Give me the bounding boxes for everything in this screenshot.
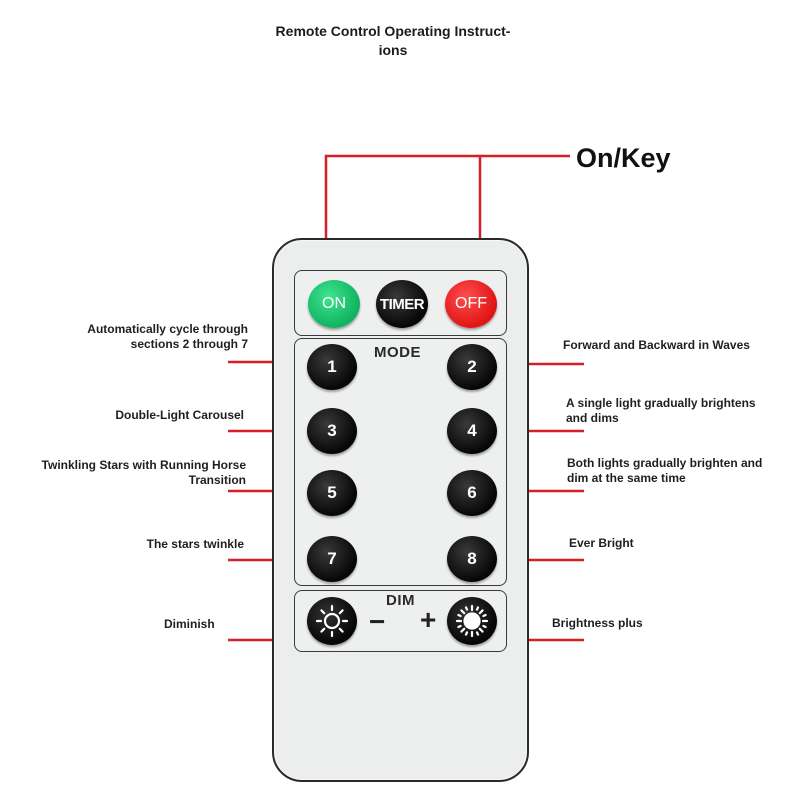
title-line-1: Remote Control Operating Instruct- [275,23,511,39]
mode-button-6[interactable]: 6 [447,470,497,516]
callout-mode-8: Ever Bright [569,536,769,551]
on-key-label: On/Key [576,143,671,173]
sun-filled-icon [455,604,489,638]
callout-mode-7-text: The stars twinkle [146,537,244,551]
mode-button-4-label: 4 [467,421,477,440]
dim-label: DIM [386,592,415,609]
callout-dim-minus-text: Diminish [164,617,215,631]
mode-button-3-label: 3 [327,421,337,440]
callout-mode-1: Automatically cycle through sections 2 t… [40,322,248,352]
callout-mode-6-line-1: Both lights gradually brighten and [567,456,763,470]
callout-mode-5-line-1: Twinkling Stars with Running Horse [41,458,246,472]
callout-mode-2: Forward and Backward in Waves [563,338,793,353]
callout-mode-4-line-2: and dims [566,411,619,425]
callout-mode-5-line-2: Transition [188,473,246,487]
timer-button-label: TIMER [379,295,425,313]
title-line-2: ions [378,42,408,58]
timer-button[interactable]: TIMER [376,280,428,328]
callout-mode-5: Twinkling Stars with Running Horse Trans… [14,458,246,488]
dim-minus-sign: − [369,606,386,637]
mode-button-8[interactable]: 8 [447,536,497,582]
off-button[interactable]: OFF [445,280,497,328]
callout-mode-1-line-1: Automatically cycle through [87,322,248,336]
mode-button-8-label: 8 [467,549,477,568]
mode-button-2[interactable]: 2 [447,344,497,390]
on-button[interactable]: ON [308,280,360,328]
mode-button-6-label: 6 [467,483,477,502]
callout-mode-2-text: Forward and Backward in Waves [563,338,750,352]
sun-outline-icon [315,604,349,638]
callout-mode-3: Double-Light Carousel [40,408,244,423]
callout-dim-plus: Brightness plus [552,616,752,631]
remote-control: ON TIMER OFF MODE 1 2 3 4 5 6 7 8 DIM − … [272,238,529,782]
mode-button-7[interactable]: 7 [307,536,357,582]
callout-mode-4-line-1: A single light gradually brightens [566,396,756,410]
callout-mode-6: Both lights gradually brighten and dim a… [567,456,797,486]
callout-mode-6-line-2: dim at the same time [567,471,686,485]
mode-button-5[interactable]: 5 [307,470,357,516]
callout-mode-4: A single light gradually brightens and d… [566,396,796,426]
on-key-connector-left [324,154,570,270]
callout-dim-plus-text: Brightness plus [552,616,643,630]
callout-mode-7: The stars twinkle [40,537,244,552]
page-title: Remote Control Operating Instruct- ions [248,22,538,60]
mode-button-2-label: 2 [467,357,477,376]
off-button-label: OFF [455,295,487,312]
mode-button-1[interactable]: 1 [307,344,357,390]
callout-dim-minus: Diminish [164,617,264,632]
mode-button-3[interactable]: 3 [307,408,357,454]
mode-button-4[interactable]: 4 [447,408,497,454]
dim-plus-button[interactable] [447,597,497,645]
callout-mode-1-line-2: sections 2 through 7 [130,337,248,351]
callout-mode-8-text: Ever Bright [569,536,634,550]
mode-button-1-label: 1 [327,357,337,376]
mode-label: MODE [374,344,421,361]
on-button-label: ON [322,295,346,312]
dim-plus-sign: + [420,604,437,635]
mode-button-5-label: 5 [327,483,337,502]
callout-mode-3-text: Double-Light Carousel [115,408,244,422]
dim-minus-button[interactable] [307,597,357,645]
mode-button-7-label: 7 [327,549,337,568]
